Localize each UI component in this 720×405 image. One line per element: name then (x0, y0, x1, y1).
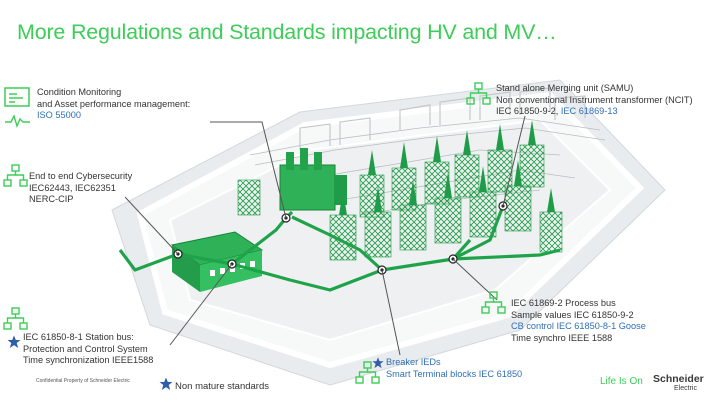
station-line3: Time synchronization IEEE1588 (23, 355, 154, 366)
gantry-frames (299, 87, 586, 150)
samu-line3: IEC 61850-9-2, IEC 61869-13 (496, 106, 693, 118)
condition-standard: ISO 55000 (37, 110, 81, 121)
network-topology-icon (3, 164, 28, 187)
condition-line2: and Asset performance management: (37, 98, 191, 109)
breaker-line2: Smart Terminal blocks IEC 61850 (386, 368, 523, 379)
network-topology-icon (3, 307, 28, 330)
brand-logo-sub: Electric (674, 385, 697, 392)
confidential-note: Confidential Property of Schneider Elect… (36, 378, 130, 384)
callout-cybersecurity: End to end Cybersecurity IEC62443, IEC62… (29, 171, 132, 206)
process-line2: Sample values IEC 61850-9-2 (511, 309, 634, 320)
samu-line2: Non conventional Instrument transformer … (496, 94, 693, 105)
station-line2: Protection and Control System (23, 343, 148, 354)
star-icon (7, 335, 21, 348)
callout-samu: Stand alone Merging unit (SAMU) Non conv… (496, 83, 693, 118)
samu-standard-a: IEC 61850-9-2, (496, 106, 561, 117)
station-line1: IEC 61850-8-1 Station bus: (23, 332, 134, 342)
network-topology-icon (481, 291, 506, 314)
callout-station-bus: IEC 61850-8-1 Station bus: Protection an… (23, 332, 153, 367)
callout-condition: Condition Monitoring and Asset performan… (37, 87, 190, 122)
condition-line1: Condition Monitoring (37, 87, 122, 97)
legend-label: Non mature standards (175, 381, 269, 392)
samu-standard-b: IEC 61869-13 (560, 106, 618, 117)
cyber-line3: NERC-CIP (29, 194, 74, 205)
monitoring-dashboard-icon (4, 87, 30, 129)
network-topology-icon (355, 361, 380, 384)
callout-process-bus: IEC 61869-2 Process bus Sample values IE… (511, 298, 646, 344)
page-title: More Regulations and Standards impacting… (17, 20, 557, 44)
process-line1: IEC 61869-2 Process bus (511, 298, 616, 308)
network-topology-icon (466, 82, 491, 105)
star-icon (372, 357, 384, 369)
star-icon (159, 377, 173, 390)
tagline: Life Is On (600, 376, 643, 387)
hv-equipment (237, 144, 563, 261)
brand-logo: Schneider (653, 373, 704, 385)
transformer (279, 148, 347, 211)
cyber-line1: End to end Cybersecurity (29, 171, 133, 181)
breaker-line1: Breaker IEDs (386, 357, 441, 367)
process-line3: CB control IEC 61850-8-1 Goose (511, 321, 646, 332)
process-line4: Time synchro IEEE 1588 (511, 332, 613, 343)
samu-line1: Stand alone Merging unit (SAMU) (496, 83, 634, 93)
cyber-line2: IEC62443, IEC62351 (29, 182, 116, 193)
insulators (339, 120, 555, 215)
callout-breaker: Breaker IEDs Smart Terminal blocks IEC 6… (386, 357, 522, 380)
